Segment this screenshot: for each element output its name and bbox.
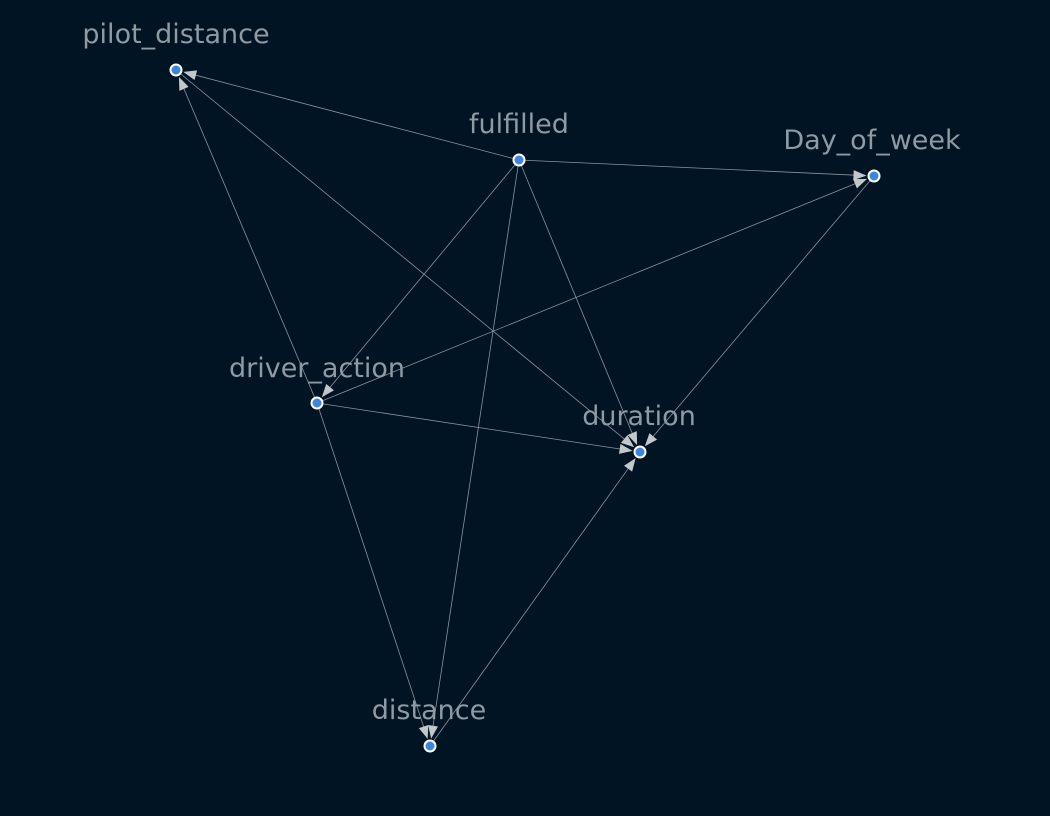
edge-driver_action-to-duration: [316, 402, 622, 450]
node-label-driver_action: driver_action: [229, 353, 405, 384]
arrowhead-fulfilled-to-pilot_distance: [183, 70, 198, 81]
arrowhead-pilot_distance-to-duration: [620, 435, 635, 448]
edge-Day_of_week-to-duration: [651, 175, 875, 439]
arrowhead-driver_action-to-duration: [618, 443, 633, 454]
arrowhead-fulfilled-to-duration: [627, 431, 638, 446]
edge-fulfilled-to-distance: [432, 159, 520, 728]
edge-layer: [175, 69, 875, 747]
edge-driver_action-to-distance: [316, 402, 425, 729]
edge-driver_action-to-pilot_distance: [182, 86, 318, 404]
node-driver_action[interactable]: [310, 396, 324, 410]
arrowhead-fulfilled-to-Day_of_week: [853, 170, 867, 181]
node-label-distance: distance: [372, 695, 486, 726]
edge-pilot_distance-to-duration: [175, 69, 626, 441]
edge-distance-to-duration: [429, 466, 630, 747]
edge-driver_action-to-Day_of_week: [316, 182, 858, 404]
edge-fulfilled-to-pilot_distance: [193, 74, 520, 161]
node-Day_of_week[interactable]: [867, 169, 881, 183]
arrowhead-fulfilled-to-distance: [428, 724, 439, 739]
node-duration[interactable]: [633, 445, 647, 459]
arrowhead-Day_of_week-to-duration: [644, 433, 658, 447]
node-distance[interactable]: [423, 739, 437, 753]
arrowhead-fulfilled-to-driver_action: [321, 384, 334, 398]
node-label-fulfilled: fulfilled: [469, 109, 569, 140]
node-label-Day_of_week: Day_of_week: [783, 125, 961, 156]
node-pilot_distance[interactable]: [169, 63, 183, 77]
node-fulfilled[interactable]: [512, 153, 526, 167]
node-label-pilot_distance: pilot_distance: [82, 19, 269, 50]
arrowhead-driver_action-to-Day_of_week: [853, 178, 868, 189]
arrowhead-driver_action-to-distance: [418, 724, 429, 739]
label-layer: pilot_distance fulfilledDay_of_weekdriver…: [82, 19, 961, 726]
node-layer: [169, 63, 881, 753]
arrowhead-driver_action-to-pilot_distance: [178, 76, 189, 91]
node-label-duration: duration: [582, 401, 696, 432]
arrowhead-distance-to-duration: [624, 458, 636, 472]
edge-fulfilled-to-Day_of_week: [518, 159, 856, 176]
